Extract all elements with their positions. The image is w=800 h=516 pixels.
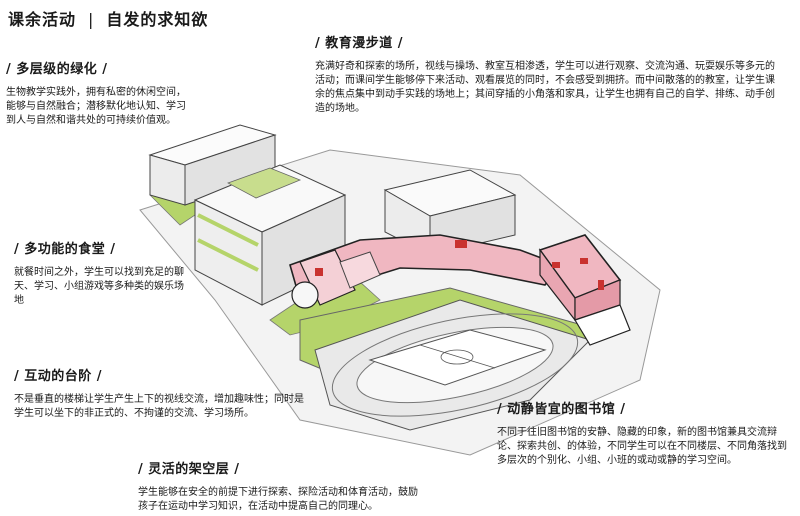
callout-steps-title: / 互动的台阶 / [14, 369, 103, 384]
callout-stilts: / 灵活的架空层 / 学生能够在安全的前提下进行探索、探险活动和体育活动，鼓励孩… [138, 458, 418, 514]
promenade-red-accent [315, 268, 323, 276]
track-lane-outer [331, 313, 579, 417]
library-red-accent [552, 262, 560, 268]
green-balcony-strip [197, 238, 259, 272]
callout-steps: / 互动的台阶 / 不是垂直的楼梯让学生产生上下的视线交流，增加趣味性；同时是学… [14, 365, 304, 421]
callout-greening-title: / 多层级的绿化 / [6, 62, 108, 77]
promenade-red-accent [455, 240, 467, 248]
title-divider: | [88, 10, 95, 29]
callout-stilts-title: / 灵活的架空层 / [138, 462, 240, 477]
callout-promenade-body: 充满好奇和探索的场所，视线与操场、教室互相渗透，学生可以进行观察、交流沟通、玩耍… [315, 61, 775, 114]
pitch-center-circle [440, 349, 474, 365]
callout-library: / 动静皆宜的图书馆 / 不同于往旧图书馆的安静、隐藏的印象，新的图书馆兼具交流… [497, 398, 792, 468]
interactive-steps [339, 251, 381, 289]
title-right: 自发的求知欲 [106, 10, 209, 29]
callout-steps-body: 不是垂直的楼梯让学生产生上下的视线交流，增加趣味性；同时是学生可以坐下的非正式的… [14, 394, 304, 419]
football-pitch [368, 329, 547, 386]
pitch-center-line [419, 344, 496, 369]
callout-library-body: 不同于往旧图书馆的安静、隐藏的印象，新的图书馆兼具交流辩论、探索共创、的体验，不… [497, 427, 787, 466]
callout-stilts-body: 学生能够在安全的前提下进行探索、探险活动和体育活动，鼓励孩子在运动中学习知识，在… [138, 487, 418, 512]
page-title: 课余活动 | 自发的求知欲 [8, 6, 208, 30]
callout-promenade: / 教育漫步道 / 充满好奇和探索的场所，视线与操场、教室互相渗透，学生可以进行… [315, 32, 775, 116]
callout-promenade-title: / 教育漫步道 / [315, 36, 404, 51]
callout-greening-body: 生物教学实践外，拥有私密的休闲空间，能够与自然融合；潜移默化地认知、学习到人与自… [6, 87, 186, 126]
canteen-round-tower [291, 281, 319, 309]
callout-canteen-title: / 多功能的食堂 / [14, 242, 116, 257]
library-red-accent [598, 280, 604, 290]
title-left: 课余活动 [8, 10, 77, 29]
callout-canteen: / 多功能的食堂 / 就餐时间之外，学生可以找到充足的聊天、学习、小组游戏等多种… [14, 238, 184, 308]
green-roof-terrace [227, 167, 302, 199]
green-balcony-strip [197, 213, 259, 247]
library-red-accent [580, 258, 588, 264]
library-bridge-wall [574, 304, 631, 346]
callout-greening: / 多层级的绿化 / 生物教学实践外，拥有私密的休闲空间，能够与自然融合；潜移默… [6, 58, 191, 128]
callout-library-title: / 动静皆宜的图书馆 / [497, 402, 626, 417]
callout-canteen-body: 就餐时间之外，学生可以找到充足的聊天、学习、小组游戏等多种类的娱乐场地 [14, 267, 184, 306]
